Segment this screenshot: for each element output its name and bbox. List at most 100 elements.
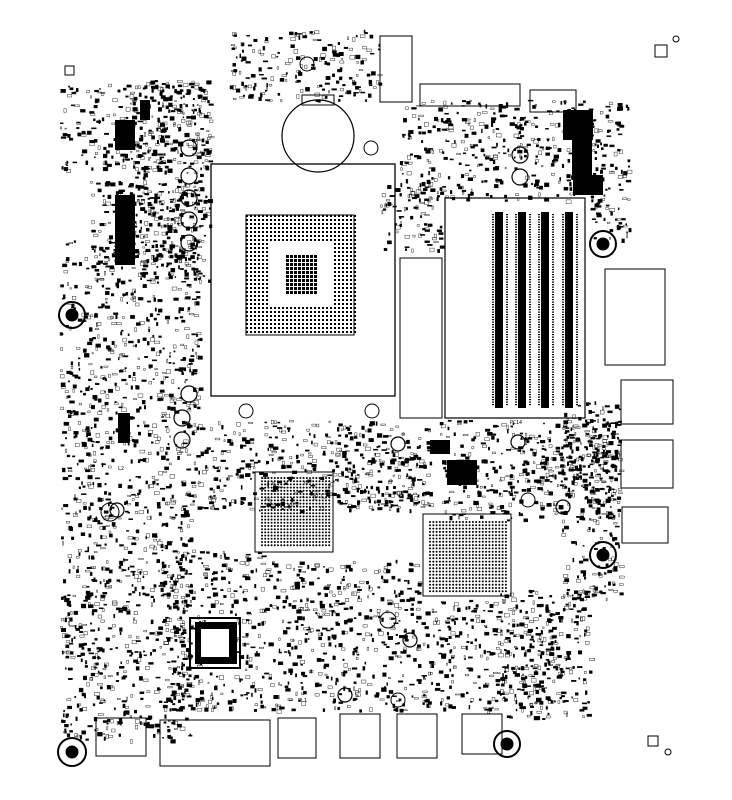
smd-part [89,140,95,143]
bga-ball [435,560,438,563]
smd-part [496,142,498,147]
smd-part [183,430,186,433]
bga-pad [302,259,305,262]
bga-ball [504,534,507,537]
bga-pad [318,311,320,313]
smd-part [521,183,525,186]
bga-ball [498,560,501,563]
bga-pad [346,315,348,317]
bga-ball [504,544,507,547]
bga-ball [302,489,305,492]
smd-part [392,474,395,477]
bga-ball [328,515,331,518]
bga-ball [468,537,471,540]
bga-pad [326,223,328,225]
bga-ball [293,483,295,486]
smd-part [601,167,606,170]
smd-part [110,182,116,187]
bga-pad [250,235,252,237]
smd-part [505,449,512,451]
smd-part [566,174,571,178]
bga-ball [448,547,451,550]
smd-part [184,262,189,266]
smd-part [170,694,175,697]
smd-part [108,83,112,88]
bga-pad [266,267,268,269]
smd-part [139,654,142,658]
smd-part [490,107,495,110]
bga-pad [318,239,320,241]
smd-part [95,433,100,438]
bga-ball [270,521,273,524]
smd-part [154,275,159,280]
smd-part [208,119,214,123]
bga-ball [273,537,276,540]
smd-part [183,654,187,658]
bga-pad [350,243,352,245]
bga-pad [334,311,336,313]
smd-part [81,130,86,135]
bga-ball [481,573,484,576]
smd-part [193,160,199,164]
smd-part [416,446,420,449]
smd-part [182,116,185,119]
bga-pad [310,239,312,241]
smd-part [526,143,531,146]
bga-pad [334,255,336,257]
smd-part [142,191,145,194]
smd-part [117,89,121,93]
bga-pad [326,331,328,333]
smd-part [204,568,210,571]
bga-pad [286,327,288,329]
smd-part [287,429,290,433]
bga-ball [305,496,308,499]
bga-ball [264,502,267,505]
smd-part [127,512,130,514]
bga-ball [438,580,441,583]
bga-ball [435,590,438,593]
smd-part [152,480,156,485]
bga-ball [432,550,435,553]
smd-part [144,243,147,246]
smd-part [99,672,103,675]
smd-part [478,102,481,106]
smd-part [419,459,425,464]
bga-pad [350,251,352,253]
smd-part [196,138,201,141]
usb-bottom-4 [461,713,503,755]
smd-part [195,274,198,278]
bga-ball [325,541,327,543]
smd-part [154,80,158,83]
bga-ball [318,537,321,540]
bga-pad [254,271,256,273]
bga-pad [286,267,289,270]
bga-pad [334,323,336,325]
smd-part [261,621,265,626]
smd-part [494,469,499,474]
smd-part [123,712,126,717]
smd-part [86,452,91,456]
bga-pad [354,295,356,297]
smd-part [64,651,69,654]
bga-ball [312,489,315,492]
smd-part [231,689,234,694]
smd-part [338,423,343,427]
smd-part [336,447,342,452]
bga-pad [258,251,260,253]
bga-ball [321,480,324,483]
bga-pad [318,235,320,237]
bga-pad [290,267,293,270]
smd-part [108,143,113,148]
smd-part [186,283,191,287]
smd-part [582,100,586,104]
smd-part [165,502,168,506]
smd-part [313,434,316,439]
bga-ball [455,560,458,563]
bga-ball [498,583,501,586]
smd-part [134,651,139,653]
smd-part [210,506,215,510]
bga-pad [338,259,340,261]
smd-part [87,341,93,346]
bga-pad [258,303,260,305]
smd-part [160,160,163,164]
